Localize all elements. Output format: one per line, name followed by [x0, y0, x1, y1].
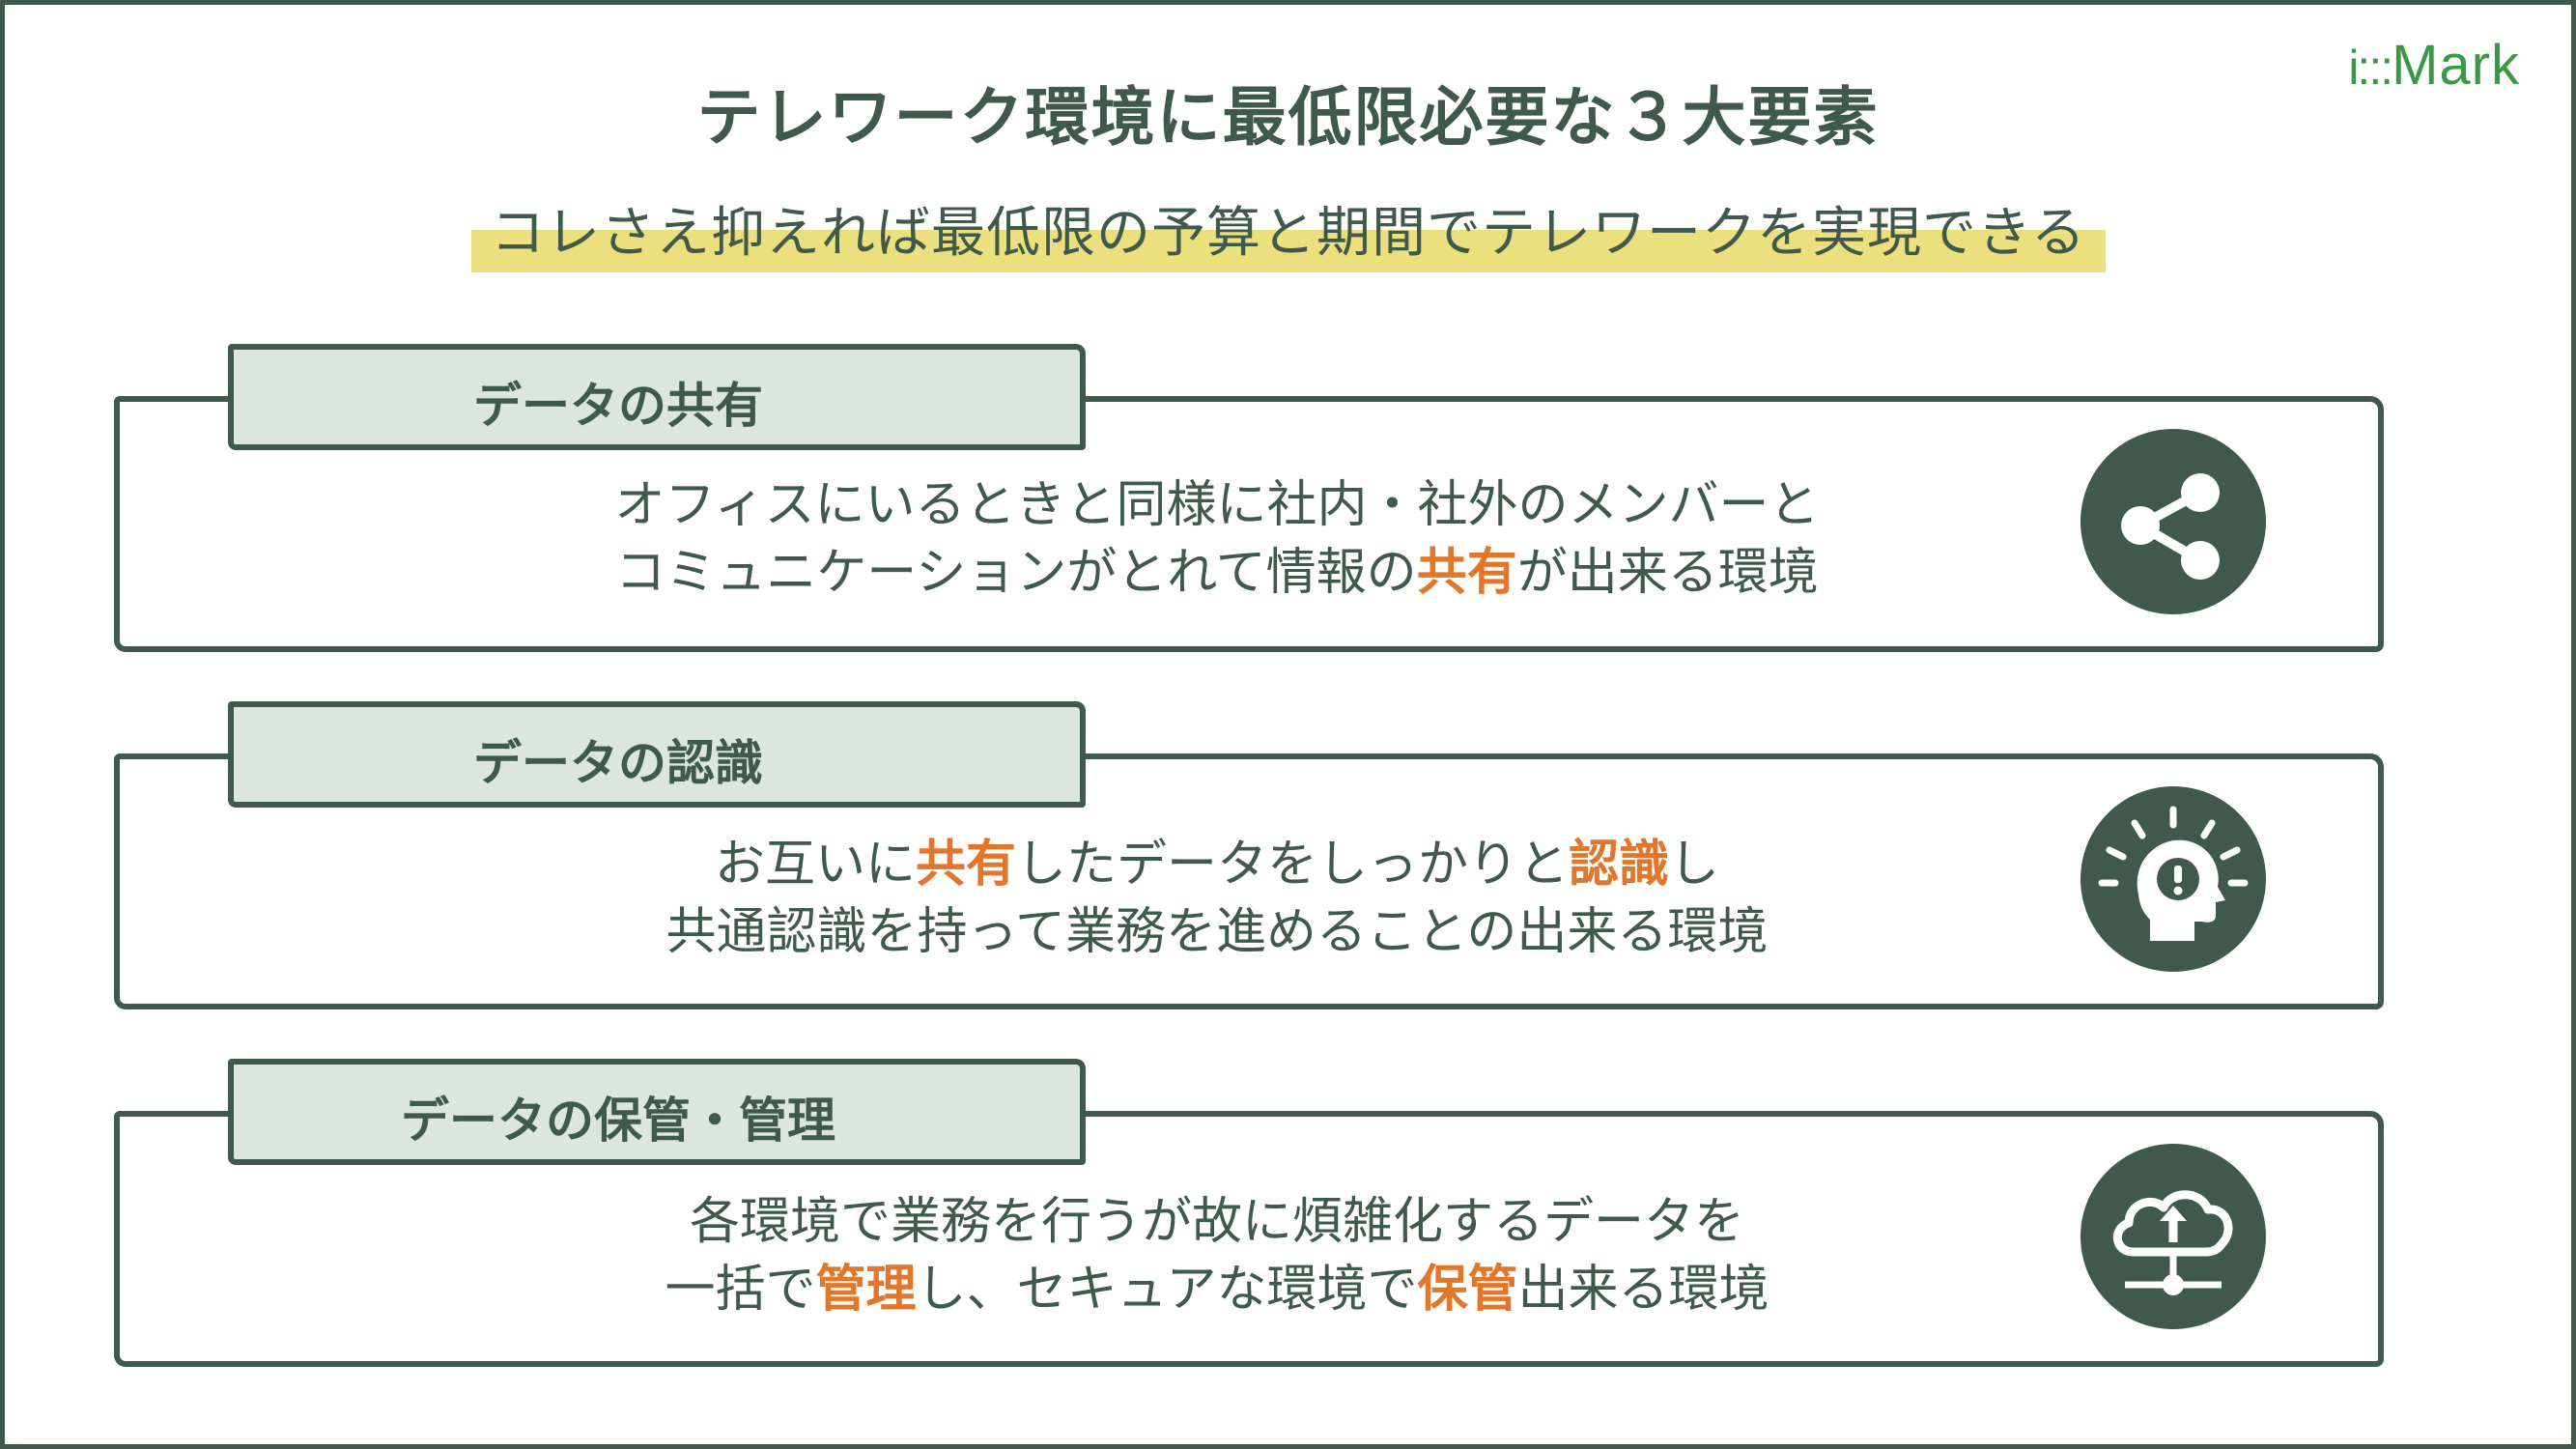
logo: i:::Mark	[2348, 33, 2520, 98]
share-icon	[2081, 429, 2266, 614]
card-data-sharing	[114, 396, 2384, 652]
card-tab-data-recognition: データの認識	[228, 701, 1086, 808]
description-line-1: お互いに共有したデータをしっかりと認識し	[714, 836, 1720, 894]
card-tab-data-sharing: データの共有	[228, 344, 1086, 450]
description-line-1: 各環境で業務を行うが故に煩雑化するデータを	[689, 1193, 1744, 1251]
highlight-sharing: 共有	[1416, 544, 1517, 602]
subtitle-marker	[471, 230, 2106, 272]
highlight-storage: 保管	[1417, 1261, 1518, 1319]
description-line-2: コミュニケーションがとれて情報の共有が出来る環境	[615, 544, 1819, 602]
card-label: データの共有	[473, 378, 763, 434]
highlight-management: 管理	[815, 1261, 917, 1319]
description-line-1: オフィスにいるときと同様に社内・社外のメンバーと	[614, 476, 1820, 534]
subtitle: コレさえ抑えれば最低限の予算と期間でテレワークを実現できる	[491, 202, 2086, 265]
highlight-sharing: 共有	[915, 836, 1016, 894]
highlight-recognition: 認識	[1569, 836, 1670, 894]
cloud-upload-icon	[2081, 1144, 2266, 1329]
description-line-2: 一括で管理し、セキュアな環境で保管出来る環境	[665, 1261, 1769, 1319]
card-data-storage	[114, 1111, 2384, 1367]
card-label: データの認識	[473, 735, 763, 791]
subtitle-block: コレさえ抑えれば最低限の予算と期間でテレワークを実現できる	[471, 189, 2106, 276]
card-description: オフィスにいるときと同様に社内・社外のメンバーと コミュニケーションがとれて情報…	[435, 471, 1999, 607]
card-description: 各環境で業務を行うが故に煩雑化するデータを 一括で管理し、セキュアな環境で保管出…	[435, 1188, 1999, 1323]
card-description: お互いに共有したデータをしっかりと認識し 共通認識を持って業務を進めることの出来…	[435, 831, 1999, 966]
description-line-2: 共通認識を持って業務を進めることの出来る環境	[665, 903, 1769, 961]
card-tab-data-storage: データの保管・管理	[228, 1059, 1086, 1165]
head-idea-icon	[2081, 786, 2266, 972]
page-title: テレワーク環境に最低限必要な３大要素	[696, 80, 1880, 155]
logo-text: Mark	[2392, 34, 2520, 97]
card-label: データの保管・管理	[401, 1093, 835, 1149]
logo-dots: i:::	[2348, 41, 2393, 95]
